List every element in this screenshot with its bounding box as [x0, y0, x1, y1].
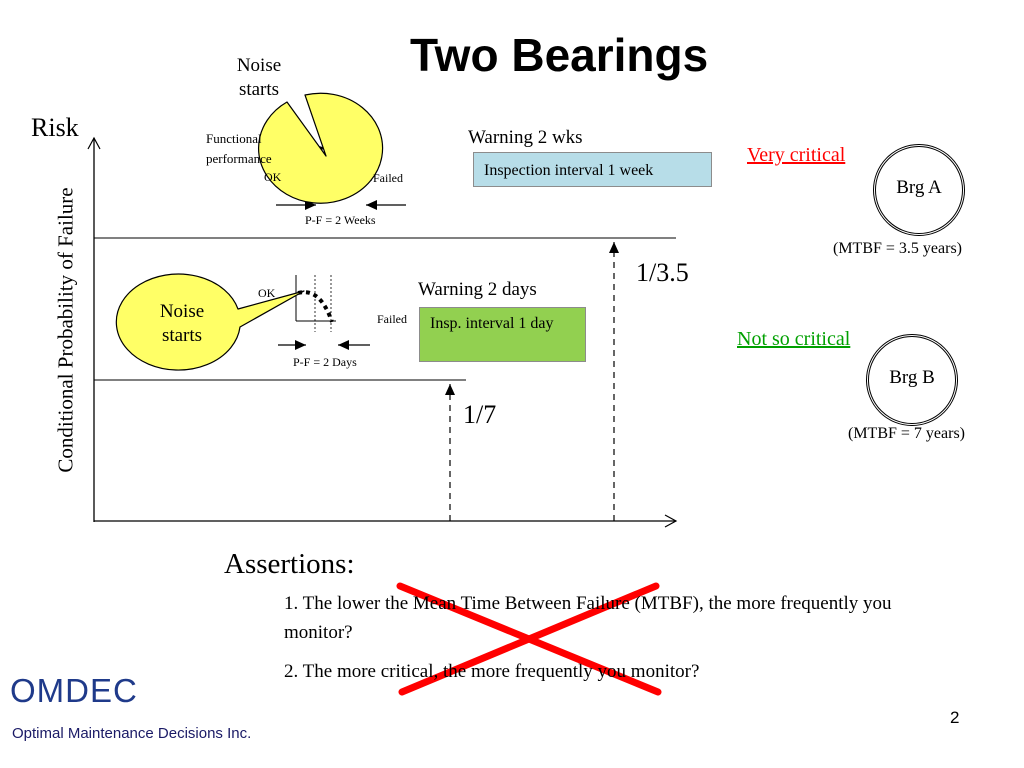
callout-b-line-1: Noise	[159, 301, 205, 322]
bearing-b-circle	[866, 334, 958, 426]
callout-b-balloon	[115, 273, 305, 371]
bearing-a-circle	[873, 144, 965, 236]
omdec-logo: OMDEC	[10, 672, 138, 709]
pf-b-ok-label: OK	[258, 286, 276, 300]
callout-a-line-2: starts	[238, 79, 280, 100]
slide-title: Two Bearings	[410, 29, 709, 81]
not-so-critical-label: Not so critical	[737, 328, 851, 350]
callout-a-line-1: Noise	[236, 55, 282, 76]
assertions-heading: Assertions:	[224, 548, 355, 580]
warning-a-label: Warning 2 wks	[468, 127, 583, 148]
pf-b-failed-label: Failed	[377, 312, 407, 326]
pf-a-performance-label: performance	[206, 151, 272, 166]
callout-a-balloon	[258, 92, 384, 204]
y-axis-title: Conditional Probability of Failure	[53, 187, 78, 473]
assertion-1: 1. The lower the Mean Time Between Failu…	[284, 593, 892, 643]
callout-b-line-2: starts	[161, 325, 203, 346]
warning-b-label: Warning 2 days	[418, 279, 537, 300]
risk-level-a-label: 1/3.5	[636, 258, 689, 287]
bearing-b-label: Brg B	[889, 367, 935, 388]
callout-a-text: Noise starts	[219, 54, 299, 102]
pf-a-interval-label: P-F = 2 Weeks	[305, 213, 376, 227]
company-name: Optimal Maintenance Decisions Inc.	[12, 725, 252, 742]
very-critical-label: Very critical	[747, 144, 846, 166]
pf-b-interval-label: P-F = 2 Days	[293, 355, 357, 369]
inspection-interval-day-box: Insp. interval 1 day	[419, 307, 586, 362]
assertion-2: 2. The more critical, the more frequentl…	[284, 661, 700, 682]
pf-a-failed-label: Failed	[373, 171, 403, 185]
bearing-b-mtbf: (MTBF = 7 years)	[848, 425, 966, 442]
inspection-interval-week-box: Inspection interval 1 week	[473, 152, 712, 187]
bearing-a-mtbf: (MTBF = 3.5 years)	[833, 240, 963, 257]
bearing-a-label: Brg A	[896, 177, 942, 198]
risk-label: Risk	[31, 113, 79, 142]
callout-b-text: Noise starts	[142, 300, 222, 348]
pf-a-functional-label: Functional	[206, 131, 262, 146]
pf-a-ok-label: OK	[264, 170, 282, 184]
page-number: 2	[950, 708, 960, 727]
risk-level-b-label: 1/7	[463, 400, 497, 429]
cross-out-line-2	[398, 582, 660, 696]
